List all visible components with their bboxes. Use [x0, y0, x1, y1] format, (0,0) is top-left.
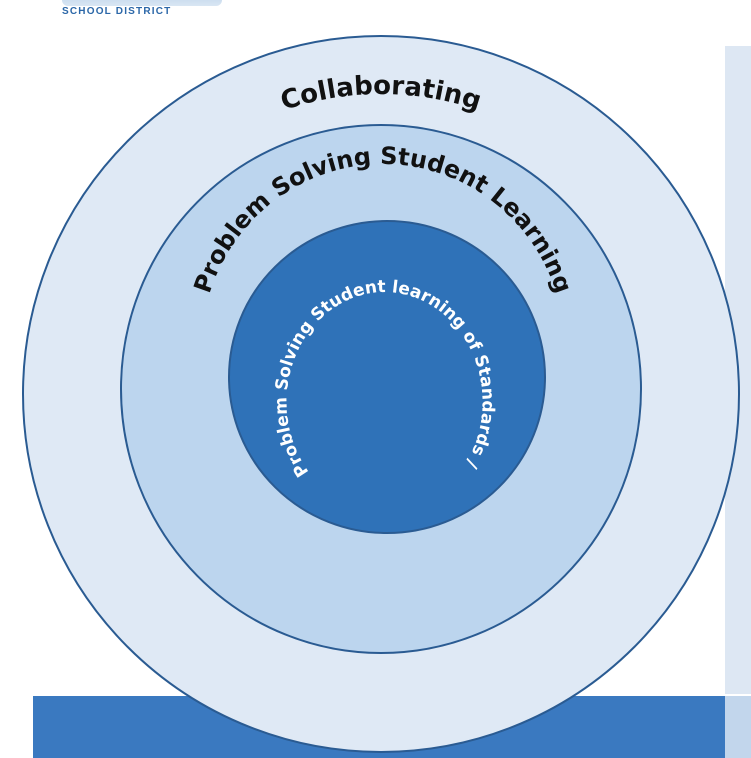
inner-circle: [228, 220, 546, 534]
district-logo: SCHOOL DISTRICT: [62, 0, 222, 26]
logo-mark: [62, 0, 222, 6]
logo-district-text: SCHOOL DISTRICT: [62, 6, 172, 17]
bottom-bar-end: [725, 696, 751, 758]
